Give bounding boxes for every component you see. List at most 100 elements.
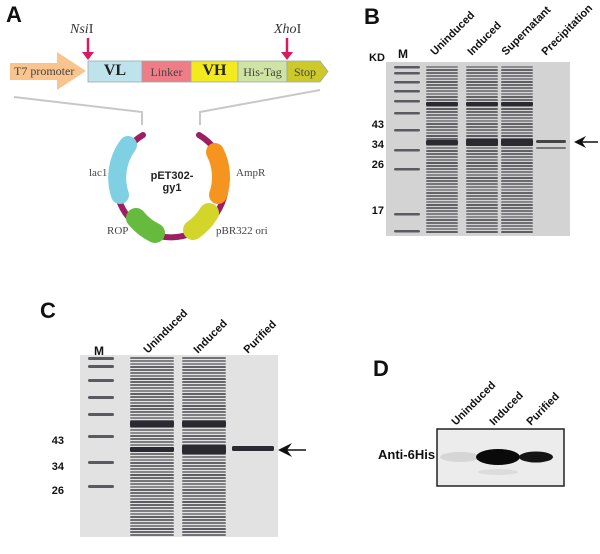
induced-lane-c-band (182, 390, 226, 392)
uninduced-lane-c-band (130, 474, 174, 476)
plasmid-name: pET302-gy1 (150, 170, 194, 194)
uninduced-lane-band (426, 204, 458, 206)
uninduced-lane-c-band (130, 429, 174, 431)
uninduced-lane-band (426, 147, 458, 149)
induced-lane-band (466, 123, 498, 125)
uninduced-lane-c-strong-band (130, 421, 174, 427)
uninduced-lane-c-band (130, 387, 174, 389)
panel-c-gel (80, 355, 306, 537)
induced-lane-band (466, 66, 498, 68)
panel-b-letter: B (364, 4, 380, 29)
induced-lane-band (466, 135, 498, 137)
induced-lane-band (466, 177, 498, 179)
marker-band-c (88, 357, 114, 360)
supernatant-lane-band (501, 93, 533, 95)
precipitation-band-lower (536, 147, 566, 149)
induced-lane-band (466, 129, 498, 131)
supernatant-lane-band (501, 75, 533, 77)
supernatant-lane-band (501, 99, 533, 101)
induced-lane-c-band (182, 468, 226, 470)
induced-lane-band (466, 207, 498, 209)
induced-lane-c-band (182, 471, 226, 473)
induced-lane-band (466, 87, 498, 89)
induced-lane-c-band (182, 462, 226, 464)
induced-lane-band (466, 225, 498, 227)
induced-lane-band (466, 72, 498, 74)
uninduced-lane-c-band (130, 444, 174, 446)
induced-lane-band (466, 210, 498, 212)
lane-label-induced: Induced (465, 19, 504, 58)
uninduced-lane-c-band (130, 435, 174, 437)
panel-c-letter: C (40, 298, 56, 323)
supernatant-lane-band (501, 78, 533, 80)
induced-lane-band (466, 198, 498, 200)
induced-lane-band (466, 189, 498, 191)
supernatant-lane-band (501, 174, 533, 176)
induced-lane-c-band (182, 456, 226, 458)
kd-unit-label: KD (369, 52, 385, 64)
uninduced-lane-band (426, 201, 458, 203)
uninduced-lane-c-band (130, 393, 174, 395)
marker-lane-label-c: M (94, 344, 104, 358)
uninduced-lane-c-band (130, 411, 174, 413)
uninduced-lane-band (426, 93, 458, 95)
uninduced-lane-c-band (130, 441, 174, 443)
induced-lane-band (466, 171, 498, 173)
supernatant-lane-band (501, 129, 533, 131)
panel-b-gel (386, 62, 598, 236)
induced-lane-band (466, 150, 498, 152)
lane-label-d-induced: Induced (487, 389, 526, 428)
t7-promoter-arrow (10, 52, 86, 90)
supernatant-lane-band (501, 165, 533, 167)
uninduced-lane-c-band (130, 525, 174, 527)
antibody-label: Anti-6His (378, 447, 436, 462)
induced-lane-c-band (182, 480, 226, 482)
segment-his-tag-label: His-Tag (243, 65, 282, 79)
uninduced-lane-c-band (130, 405, 174, 407)
uninduced-lane-c-band (130, 414, 174, 416)
induced-lane-band (466, 201, 498, 203)
uninduced-lane-band (426, 210, 458, 212)
induced-lane-c-band (182, 507, 226, 509)
induced-lane-band (466, 213, 498, 215)
supernatant-lane-band (501, 108, 533, 110)
uninduced-lane-c-band (130, 369, 174, 371)
marker-band (394, 149, 420, 152)
uninduced-lane-band (426, 180, 458, 182)
induced-lane-c-band (182, 531, 226, 533)
induced-lane-band (466, 231, 498, 233)
uninduced-lane-band (426, 198, 458, 200)
uninduced-lane-band (426, 87, 458, 89)
marker-band (394, 213, 420, 216)
supernatant-lane-band (501, 225, 533, 227)
uninduced-lane-c-band (130, 477, 174, 479)
induced-lane-c-band (182, 477, 226, 479)
induced-lane-band (466, 165, 498, 167)
induced-lane-c-band (182, 405, 226, 407)
induced-lane-c-band (182, 357, 226, 359)
feature-rop-label: ROP (107, 225, 129, 237)
uninduced-lane-band (426, 132, 458, 134)
induced-lane-band (466, 153, 498, 155)
supernatant-lane-band (501, 210, 533, 212)
uninduced-lane-c-band (130, 459, 174, 461)
uninduced-lane-band (426, 174, 458, 176)
supernatant-lane-band (501, 132, 533, 134)
induced-lane-band (466, 84, 498, 86)
uninduced-lane-band (426, 213, 458, 215)
uninduced-lane-band (426, 168, 458, 170)
uninduced-lane-band (426, 165, 458, 167)
uninduced-lane-band (426, 129, 458, 131)
uninduced-lane-c-band (130, 534, 174, 536)
supernatant-lane-band (501, 123, 533, 125)
uninduced-lane-c-band (130, 438, 174, 440)
panel-d-letter: D (373, 356, 389, 381)
induced-lane-c-band (182, 528, 226, 530)
induced-lane-band (466, 174, 498, 176)
uninduced-lane-band (426, 195, 458, 197)
marker-band-c (88, 435, 114, 438)
uninduced-lane-band (426, 225, 458, 227)
supernatant-lane-band (501, 192, 533, 194)
marker-band-c (88, 485, 114, 488)
induced-lane-c-band (182, 396, 226, 398)
